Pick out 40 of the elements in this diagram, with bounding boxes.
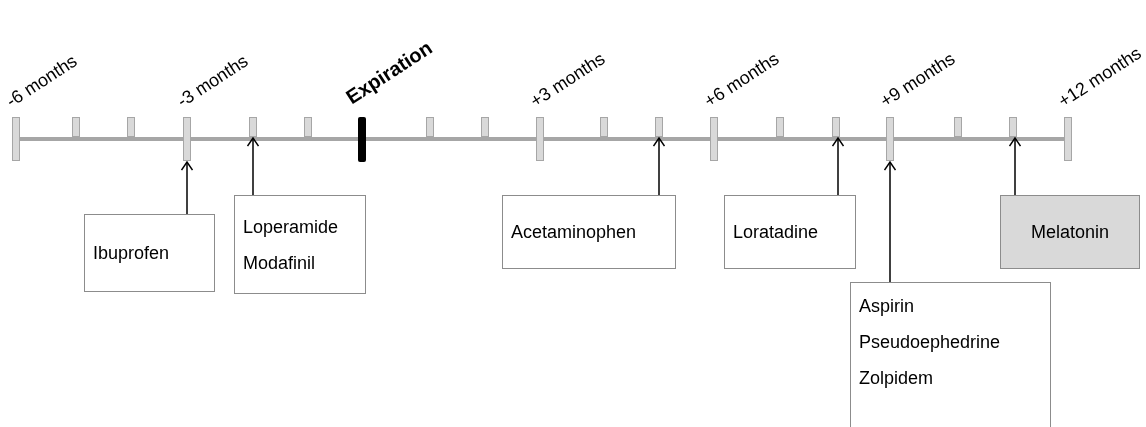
- tick-mark: [127, 117, 135, 137]
- drug-name: Acetaminophen: [511, 221, 638, 243]
- label-box: [234, 195, 366, 294]
- tick-mark: [481, 117, 489, 137]
- tick-mark: [183, 117, 191, 161]
- label-box: [724, 195, 856, 269]
- tick-mark: [655, 117, 663, 137]
- tick-mark: [249, 117, 257, 137]
- drug-name: Pseudoephedrine: [859, 331, 1002, 353]
- tick-mark: [886, 117, 894, 161]
- arrow: [246, 137, 260, 196]
- tick-mark: [72, 117, 80, 137]
- tick-mark: [426, 117, 434, 137]
- arrow: [883, 161, 897, 283]
- tick-mark: [1064, 117, 1072, 161]
- drug-name: Ibuprofen: [93, 242, 171, 264]
- label-box: [1000, 195, 1140, 269]
- tick-mark: [536, 117, 544, 161]
- tick-mark: [832, 117, 840, 137]
- drug-name: Zolpidem: [859, 367, 935, 389]
- drug-name: Melatonin: [1030, 221, 1109, 243]
- tick-mark: [954, 117, 962, 137]
- arrow: [652, 137, 666, 196]
- tick-mark: [600, 117, 608, 137]
- arrow: [831, 137, 845, 196]
- tick-mark: [1009, 117, 1017, 137]
- label-box: [502, 195, 676, 269]
- arrow: [1008, 137, 1022, 196]
- expiration-marker: [358, 117, 366, 162]
- tick-mark: [776, 117, 784, 137]
- tick-mark: [710, 117, 718, 161]
- tick-mark: [12, 117, 20, 161]
- drug-name: Aspirin: [859, 295, 916, 317]
- drug-name: Loratadine: [733, 221, 820, 243]
- tick-mark: [304, 117, 312, 137]
- label-box: [84, 214, 215, 292]
- arrow: [180, 161, 194, 215]
- drug-name: Loperamide: [243, 215, 340, 238]
- label-box: [850, 282, 1051, 427]
- drug-name: Modafinil: [243, 251, 317, 274]
